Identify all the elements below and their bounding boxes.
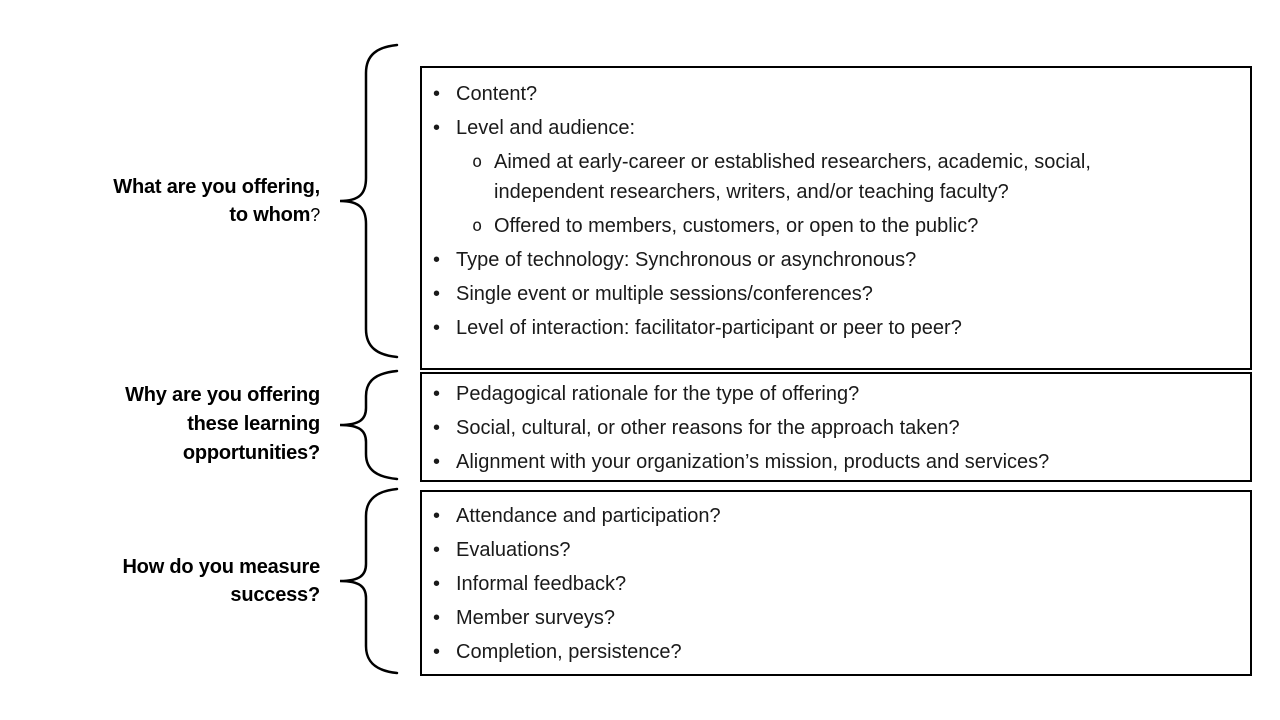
label-line: these learning	[187, 413, 320, 435]
circle-bullet-icon: o	[472, 152, 483, 172]
bullet-icon: •	[433, 451, 441, 473]
bullet-list: • Attendance and participation? • Evalua…	[422, 492, 1250, 667]
bullet-item: • Level of interaction: facilitator-part…	[432, 313, 1238, 343]
bullet-text: Level of interaction: facilitator-partic…	[456, 317, 962, 339]
sub-bullet-item: o Offered to members, customers, or open…	[470, 211, 1174, 241]
label-line-text: to whom	[229, 204, 311, 226]
section-label-why: Why are you offering these learning oppo…	[20, 381, 320, 468]
section-label-offering: What are you offering, to whom?	[20, 173, 320, 229]
bullet-text: Single event or multiple sessions/confer…	[456, 283, 873, 305]
bullet-item: • Level and audience:	[432, 113, 1238, 143]
bullet-icon: •	[433, 539, 441, 561]
bullet-text: Offered to members, customers, or open t…	[494, 215, 979, 237]
bullet-icon: •	[433, 249, 441, 271]
curly-brace-icon	[339, 487, 399, 675]
bullet-text: Alignment with your organization’s missi…	[456, 451, 1050, 473]
bullet-text: Type of technology: Synchronous or async…	[456, 249, 917, 271]
curly-brace-icon	[339, 43, 399, 359]
bullet-list: • Pedagogical rationale for the type of …	[422, 374, 1250, 477]
bullet-icon: •	[433, 117, 441, 139]
offering-box: • Content? • Level and audience: o Aimed…	[420, 66, 1252, 370]
measure-box: • Attendance and participation? • Evalua…	[420, 490, 1252, 676]
bullet-text: Pedagogical rationale for the type of of…	[456, 383, 860, 405]
bullet-item: • Pedagogical rationale for the type of …	[432, 379, 1238, 409]
label-line: What are you offering,	[113, 176, 320, 198]
label-line: How do you measure	[122, 556, 320, 578]
bullet-icon: •	[433, 607, 441, 629]
label-line: success?	[230, 584, 320, 606]
bullet-item: • Type of technology: Synchronous or asy…	[432, 245, 1238, 275]
bullet-text: Social, cultural, or other reasons for t…	[456, 417, 960, 439]
bullet-item: • Member surveys?	[432, 603, 1238, 633]
bullet-icon: •	[433, 383, 441, 405]
bullet-text: Content?	[456, 83, 538, 105]
bullet-text: Informal feedback?	[456, 573, 627, 595]
bullet-item: • Attendance and participation?	[432, 501, 1238, 531]
bullet-icon: •	[433, 641, 441, 663]
bullet-item: • Alignment with your organization’s mis…	[432, 447, 1238, 477]
bullet-item: • Content?	[432, 79, 1238, 109]
section-label-measure: How do you measure success?	[20, 553, 320, 609]
bullet-text: Attendance and participation?	[456, 505, 721, 527]
bullet-icon: •	[433, 317, 441, 339]
sub-bullet-item: o Aimed at early-career or established r…	[470, 147, 1174, 207]
bullet-item: • Social, cultural, or other reasons for…	[432, 413, 1238, 443]
bullet-icon: •	[433, 505, 441, 527]
bullet-text: Completion, persistence?	[456, 641, 682, 663]
bullet-item: • Informal feedback?	[432, 569, 1238, 599]
bullet-icon: •	[433, 83, 441, 105]
label-line: Why are you offering	[125, 384, 320, 406]
bullet-item: • Completion, persistence?	[432, 637, 1238, 667]
label-line: to whom?	[20, 201, 320, 229]
circle-bullet-icon: o	[472, 216, 483, 236]
bullet-icon: •	[433, 283, 441, 305]
bullet-icon: •	[433, 417, 441, 439]
bullet-text: Level and audience:	[456, 117, 636, 139]
bullet-icon: •	[433, 573, 441, 595]
bullet-text: Aimed at early-career or established res…	[494, 151, 1091, 203]
bullet-item: • Evaluations?	[432, 535, 1238, 565]
label-question-mark: ?	[310, 205, 320, 225]
bullet-text: Evaluations?	[456, 539, 571, 561]
label-line: opportunities?	[182, 442, 320, 464]
bullet-item: • Single event or multiple sessions/conf…	[432, 279, 1238, 309]
rationale-box: • Pedagogical rationale for the type of …	[420, 372, 1252, 482]
bullet-text: Member surveys?	[456, 607, 615, 629]
curly-brace-icon	[339, 369, 399, 481]
bullet-list: • Content? • Level and audience: o Aimed…	[422, 68, 1250, 343]
